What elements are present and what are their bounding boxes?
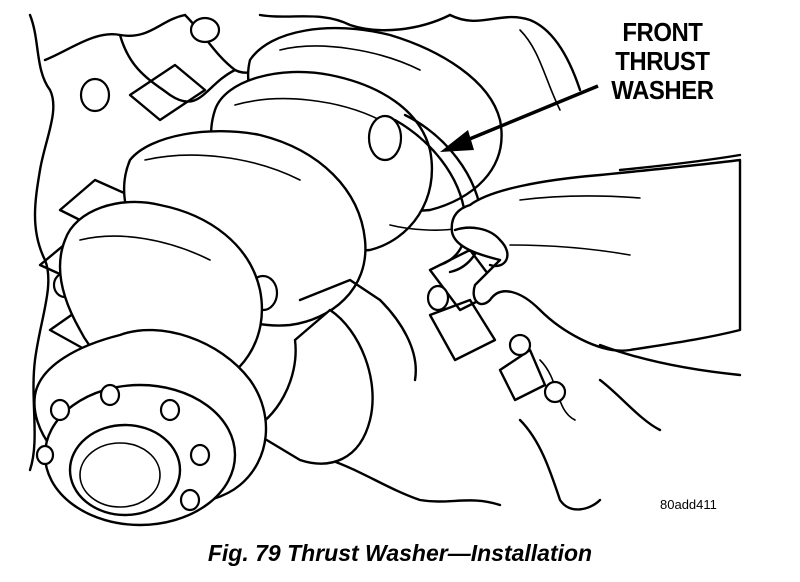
figure-caption: Fig. 79 Thrust Washer—Installation (207, 540, 593, 566)
front-thrust-washer-label: FRONT THRUST WASHER (598, 18, 727, 105)
hand (450, 153, 742, 377)
engine-illustration (28, 13, 742, 527)
illustration-reference-code: 80add411 (660, 497, 717, 512)
callout-line-2: THRUST (615, 46, 710, 76)
callout-line-1: FRONT (622, 17, 703, 47)
callout-line-3: WASHER (611, 75, 714, 105)
callout-arrow (440, 84, 599, 152)
block-holes (52, 16, 567, 404)
crankshaft (33, 26, 503, 527)
